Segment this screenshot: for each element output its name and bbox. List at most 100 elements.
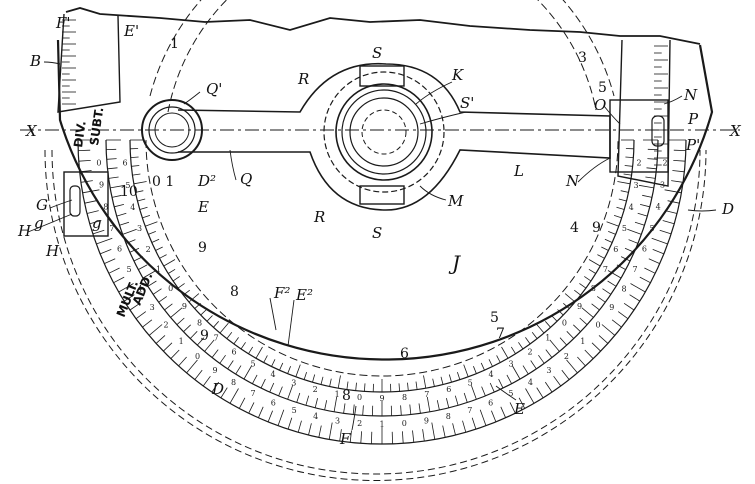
scale-tick [263,355,268,363]
scale-tick [235,365,242,375]
cursor-block-right[interactable] [609,99,669,173]
scale-digit: 6 [446,385,451,394]
scale-tick [188,293,200,303]
scale-tick [125,239,136,244]
scale-tick [573,324,581,332]
scale-tick [147,280,157,287]
scale-tick [138,264,148,270]
scale-digit: 7 [603,265,608,274]
scale-tick [346,381,349,390]
scale-tick [267,410,273,423]
numeral-nine-b: 9 [592,220,601,236]
scale-tick [512,365,521,380]
scale-digit: 2 [146,245,151,254]
label-h-inner: H [45,242,60,260]
hub-k-outer[interactable] [335,83,433,181]
label-j: J [448,251,461,275]
scale-tick [328,422,333,440]
cursor-block-left[interactable] [63,171,109,237]
hub-k-ring [341,89,427,175]
scale-digit: 1 [545,334,550,343]
label-p-prime: P' [685,136,700,154]
scale-tick [122,228,137,235]
scale-tick [448,374,452,383]
scale-digit: 6 [117,245,122,254]
scale-tick [116,212,127,217]
scale-tick [278,386,283,397]
scale-tick [432,378,435,387]
scale-tick [566,331,574,339]
scale-digit: 3 [508,359,513,368]
scale-digit: 1 [179,337,184,346]
label-f-bottom: F [339,430,351,448]
scale-tick [651,237,668,245]
scale-tick [564,293,576,303]
scale-tick [509,402,516,414]
scale-tick [418,403,421,414]
scale-tick [107,167,118,170]
scale-digit: 3 [137,224,142,233]
outer-disc-dashed-rim [44,149,707,481]
label-f2: F² [273,284,290,302]
scale-tick [442,425,446,438]
scale-digit: 8 [103,202,108,211]
scale-tick [454,395,459,406]
label-r-bottom: R [313,208,325,226]
scale-tick [398,383,400,392]
scale-digit: 7 [467,406,472,415]
numeral-eight-a: 8 [230,284,239,300]
numeral-four: 4 [570,220,579,236]
scale-tick [104,258,116,264]
scale-tick [518,397,526,409]
scale-tick [625,156,634,158]
scale-tick [170,349,180,359]
dashed-arc-top-outer [149,0,615,97]
scale-tick [601,246,609,251]
scale-tick [496,355,501,363]
scale-tick [92,229,105,235]
scale-tick [142,270,157,279]
scale-tick [525,337,531,345]
pivot-q-prime[interactable] [141,99,203,161]
hub-k-core-dashed [361,109,407,155]
scale-tick [243,365,252,380]
scale-tick [602,288,612,295]
scale-digit: 1 [379,420,384,429]
scale-tick [617,311,629,320]
scale-digit: 8 [446,412,451,421]
scale-tick [624,247,635,253]
scale-tick [535,322,545,334]
scale-tick [118,283,134,293]
scale-tick [422,429,425,442]
scale-label-div: DIV. [71,120,89,148]
scale-tick [164,303,173,311]
scale-tick [426,396,431,412]
numeral-nine-a: 9 [198,240,207,256]
scale-digit: 4 [270,370,275,379]
scale-tick [343,403,346,414]
clip-s-bottom [359,185,405,205]
scale-tick [355,382,357,391]
scale-tick [500,406,506,418]
scale-tick [119,221,130,226]
scale-tick [233,337,239,345]
scale-tick [412,430,415,443]
scale-digit: 5 [468,378,473,387]
arc-tick-marks [78,139,686,444]
label-q-prime: Q' [206,80,222,98]
strip-ticks-left [62,19,76,105]
scale-tick [170,307,183,318]
label-s-top: S [372,44,382,62]
scale-digit: 2 [313,385,318,394]
label-n-bottom: N [565,172,580,190]
scale-tick [634,221,645,226]
strip-ticks-right [654,45,668,173]
scale-tick [522,365,529,375]
scale-tick [168,268,176,274]
scale-tick [588,259,601,267]
scale-tick [616,206,625,210]
scale-tick [360,431,362,444]
scale-digit: 3 [546,366,551,375]
